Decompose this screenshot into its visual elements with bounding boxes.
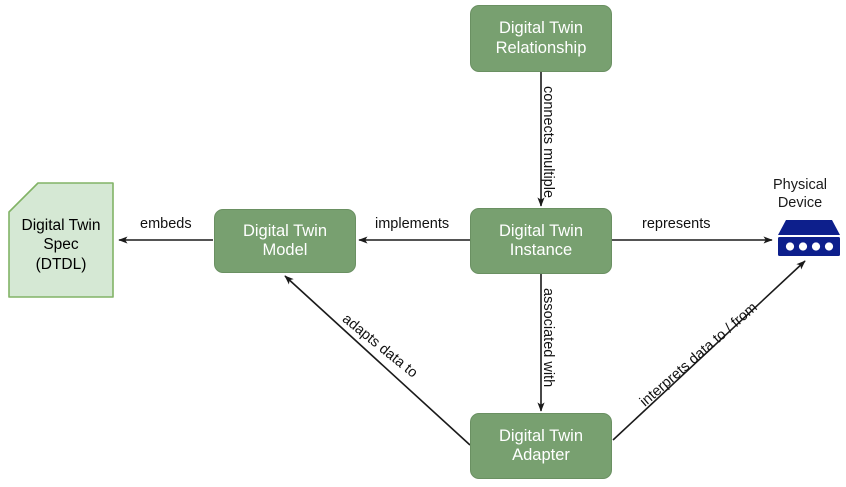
edge-label-connects-multiple: connects multiple	[540, 86, 556, 199]
edge-line-interprets-data	[612, 260, 806, 441]
edge-line-adapts-data-to	[284, 275, 471, 446]
physical-device-label: Physical Device	[773, 177, 827, 211]
physical-device-icon[interactable]	[776, 218, 842, 258]
node-digital-twin-spec-shape[interactable]	[8, 182, 114, 298]
edge-label-implements: implements	[375, 216, 450, 232]
node-digital-twin-spec-label: Digital Twin Spec (DTDL)	[21, 216, 101, 273]
edge-label-embeds: embeds	[140, 216, 192, 232]
edge-label-represents: represents	[642, 216, 711, 232]
edge-label-associated-with: associated with	[540, 288, 556, 388]
